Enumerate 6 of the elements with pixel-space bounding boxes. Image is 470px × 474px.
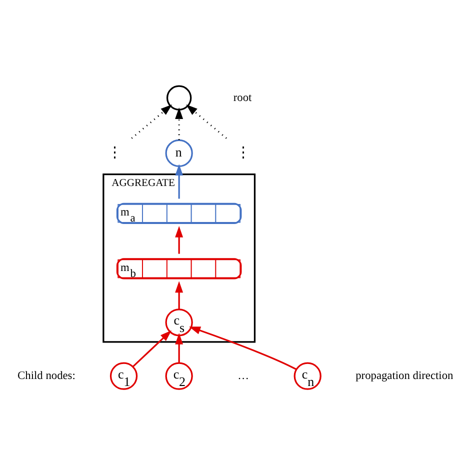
- label: Child nodes:: [18, 370, 76, 382]
- node-label: root: [233, 92, 252, 104]
- label: …: [238, 370, 250, 382]
- label: propagation direction: [356, 370, 454, 382]
- node-text: ⋮: [107, 144, 122, 161]
- node-text: ⋮: [236, 144, 252, 161]
